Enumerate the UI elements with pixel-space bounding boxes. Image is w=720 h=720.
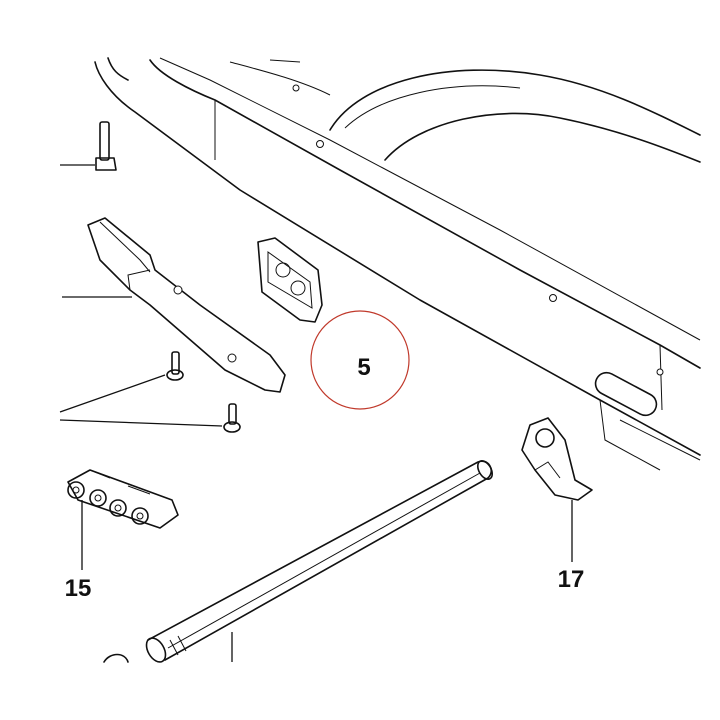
callout-15: 15 [65, 575, 92, 602]
callout-5: 5 [357, 354, 370, 381]
chain-link [67, 469, 179, 570]
axle-rod [103, 460, 494, 663]
leader-screws [59, 374, 223, 427]
swingarm-frame [94, 57, 701, 471]
screw-1 [166, 351, 184, 381]
chain-guide [62, 217, 286, 393]
screw-2 [223, 403, 241, 433]
highlight-circle [310, 310, 410, 410]
bolt-top [60, 121, 117, 171]
rubber-pad [257, 237, 323, 323]
bracket [521, 417, 593, 562]
callout-17: 17 [558, 566, 585, 593]
